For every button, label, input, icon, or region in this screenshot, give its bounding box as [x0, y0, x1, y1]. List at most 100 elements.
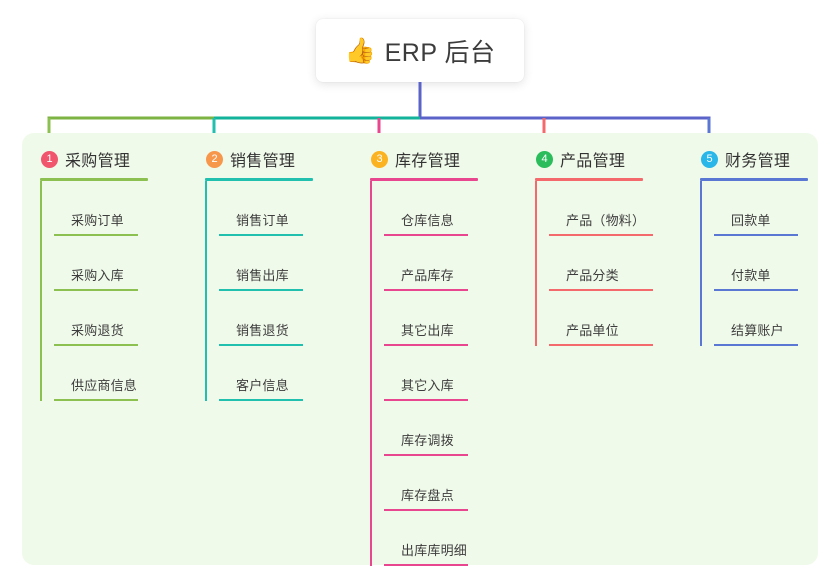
- leaf-item-label: 销售订单: [236, 213, 289, 228]
- leaf-item[interactable]: 产品分类: [549, 236, 653, 291]
- column-title-5: 财务管理: [725, 153, 791, 170]
- leaf-item[interactable]: 产品库存: [384, 236, 478, 291]
- leaf-item[interactable]: 产品单位: [549, 291, 653, 346]
- leaf-item-label: 产品单位: [566, 323, 619, 338]
- leaf-item-rule: [219, 399, 303, 401]
- leaf-item-label: 客户信息: [236, 378, 289, 393]
- leaf-item-label: 结算账户: [731, 323, 784, 338]
- leaf-spine-5: [700, 181, 702, 346]
- leaf-item[interactable]: 库存盘点: [384, 456, 478, 511]
- leaf-item[interactable]: 库存调拨: [384, 401, 478, 456]
- column-header-2[interactable]: 2 销售管理: [205, 146, 313, 172]
- root-node-title: ERP 后台: [384, 38, 496, 67]
- leaf-item-rule: [384, 234, 468, 236]
- column-badge-1: 1: [41, 150, 58, 168]
- leaf-spine-2: [205, 181, 207, 401]
- leaf-item-label: 其它出库: [401, 323, 454, 338]
- column-badge-2: 2: [206, 150, 223, 168]
- leaf-item-label: 库存盘点: [401, 488, 454, 503]
- leaf-item-label: 产品分类: [566, 268, 619, 283]
- leaf-list-3: 仓库信息产品库存其它出库其它入库库存调拨库存盘点出库库明细: [370, 181, 478, 566]
- leaf-item-rule: [219, 344, 303, 346]
- leaf-item[interactable]: 其它入库: [384, 346, 478, 401]
- leaf-item[interactable]: 其它出库: [384, 291, 478, 346]
- column-header-3[interactable]: 3 库存管理: [370, 146, 478, 172]
- leaf-item-label: 产品库存: [401, 268, 454, 283]
- column-5: 5 财务管理回款单付款单结算账户: [700, 146, 808, 346]
- leaf-item-label: 回款单: [731, 213, 771, 228]
- column-badge-3: 3: [371, 150, 388, 168]
- column-badge-5: 5: [701, 150, 718, 168]
- column-title-1: 采购管理: [65, 153, 131, 170]
- leaf-item-rule: [549, 234, 653, 236]
- column-rule-2: [205, 178, 313, 181]
- leaf-item[interactable]: 结算账户: [714, 291, 808, 346]
- mindmap-panel: 1 采购管理采购订单采购入库采购退货供应商信息 2 销售管理销售订单销售出库销售退货客…: [22, 133, 818, 566]
- column-badge-4: 4: [536, 150, 553, 168]
- leaf-item-label: 付款单: [731, 268, 771, 283]
- leaf-item-label: 销售出库: [236, 268, 289, 283]
- column-header-1[interactable]: 1 采购管理: [40, 146, 148, 172]
- leaf-item-label: 供应商信息: [71, 378, 138, 393]
- leaf-item[interactable]: 仓库信息: [384, 181, 478, 236]
- leaf-item-rule: [384, 399, 468, 401]
- column-title-2: 销售管理: [230, 153, 296, 170]
- leaf-item-rule: [54, 289, 138, 291]
- leaf-item-rule: [54, 399, 138, 401]
- column-title-3: 库存管理: [395, 153, 461, 170]
- leaf-item-rule: [384, 454, 468, 456]
- leaf-item-rule: [549, 289, 653, 291]
- leaf-spine-3: [370, 181, 372, 566]
- leaf-item-label: 仓库信息: [401, 213, 454, 228]
- leaf-spine-1: [40, 181, 42, 401]
- leaf-list-2: 销售订单销售出库销售退货客户信息: [205, 181, 313, 401]
- leaf-item[interactable]: 客户信息: [219, 346, 313, 401]
- leaf-item-rule: [384, 564, 468, 566]
- column-3: 3 库存管理仓库信息产品库存其它出库其它入库库存调拨库存盘点出库库明细: [370, 146, 478, 566]
- leaf-item-label: 采购入库: [71, 268, 124, 283]
- leaf-item[interactable]: 供应商信息: [54, 346, 148, 401]
- leaf-item[interactable]: 采购退货: [54, 291, 148, 346]
- leaf-list-1: 采购订单采购入库采购退货供应商信息: [40, 181, 148, 401]
- leaf-list-5: 回款单付款单结算账户: [700, 181, 808, 346]
- leaf-item[interactable]: 出库库明细: [384, 511, 478, 566]
- leaf-item-label: 出库库明细: [401, 543, 468, 558]
- leaf-item-label: 其它入库: [401, 378, 454, 393]
- leaf-item-label: 采购订单: [71, 213, 124, 228]
- leaf-item[interactable]: 销售退货: [219, 291, 313, 346]
- leaf-item-rule: [54, 344, 138, 346]
- leaf-item[interactable]: 采购入库: [54, 236, 148, 291]
- leaf-item-rule: [384, 344, 468, 346]
- leaf-item[interactable]: 产品（物料）: [549, 181, 653, 236]
- leaf-item-label: 产品（物料）: [566, 213, 646, 228]
- column-rule-3: [370, 178, 478, 181]
- column-title-4: 产品管理: [560, 153, 626, 170]
- root-node-card[interactable]: 👍 ERP 后台: [316, 19, 524, 82]
- thumbs-up-icon: 👍: [344, 36, 376, 65]
- column-rule-1: [40, 178, 148, 181]
- column-2: 2 销售管理销售订单销售出库销售退货客户信息: [205, 146, 313, 401]
- leaf-item[interactable]: 销售订单: [219, 181, 313, 236]
- leaf-item[interactable]: 采购订单: [54, 181, 148, 236]
- leaf-list-4: 产品（物料） 产品分类产品单位: [535, 181, 653, 346]
- leaf-item-rule: [549, 344, 653, 346]
- column-rule-5: [700, 178, 808, 181]
- leaf-item-rule: [384, 509, 468, 511]
- leaf-item[interactable]: 回款单: [714, 181, 808, 236]
- leaf-spine-4: [535, 181, 537, 346]
- leaf-item-label: 销售退货: [236, 323, 289, 338]
- leaf-item-rule: [714, 289, 798, 291]
- leaf-item-rule: [219, 289, 303, 291]
- column-header-4[interactable]: 4 产品管理: [535, 146, 643, 172]
- leaf-item-label: 库存调拨: [401, 433, 454, 448]
- column-header-5[interactable]: 5 财务管理: [700, 146, 808, 172]
- leaf-item-rule: [714, 234, 798, 236]
- leaf-item-label: 采购退货: [71, 323, 124, 338]
- column-rule-4: [535, 178, 643, 181]
- leaf-item[interactable]: 销售出库: [219, 236, 313, 291]
- column-1: 1 采购管理采购订单采购入库采购退货供应商信息: [40, 146, 148, 401]
- column-4: 4 产品管理产品（物料） 产品分类产品单位: [535, 146, 653, 346]
- leaf-item[interactable]: 付款单: [714, 236, 808, 291]
- leaf-item-rule: [219, 234, 303, 236]
- leaf-item-rule: [714, 344, 798, 346]
